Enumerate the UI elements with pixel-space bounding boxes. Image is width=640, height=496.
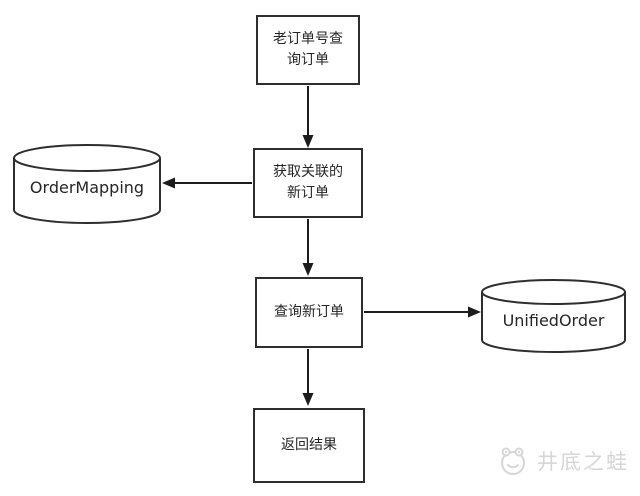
database-cylinder-ordermapping — [13, 144, 161, 224]
database-label-ordermapping: OrderMapping — [29, 178, 145, 197]
watermark: 井底之蛙 — [497, 444, 629, 478]
edge-query-new-to-unifiedorder — [364, 306, 481, 318]
frog-logo-icon — [501, 447, 525, 475]
node-query-new-order: 查询新订单 — [255, 277, 363, 348]
edge-start-to-get-related — [302, 86, 314, 148]
node-get-related-new-order: 获取关联的 新订单 — [253, 148, 363, 218]
edge-get-related-to-query-new — [302, 219, 314, 276]
database-cylinder-unifiedorder — [481, 279, 626, 353]
node-return-result: 返回结果 — [253, 408, 365, 483]
node-query-by-old-order-no: 老订单号查 询订单 — [256, 15, 360, 85]
edge-get-related-to-ordermapping — [162, 177, 252, 189]
database-label-unifiedorder: UnifiedOrder — [502, 311, 605, 330]
edge-query-new-to-return-result — [302, 349, 314, 406]
watermark-text: 井底之蛙 — [537, 450, 629, 474]
